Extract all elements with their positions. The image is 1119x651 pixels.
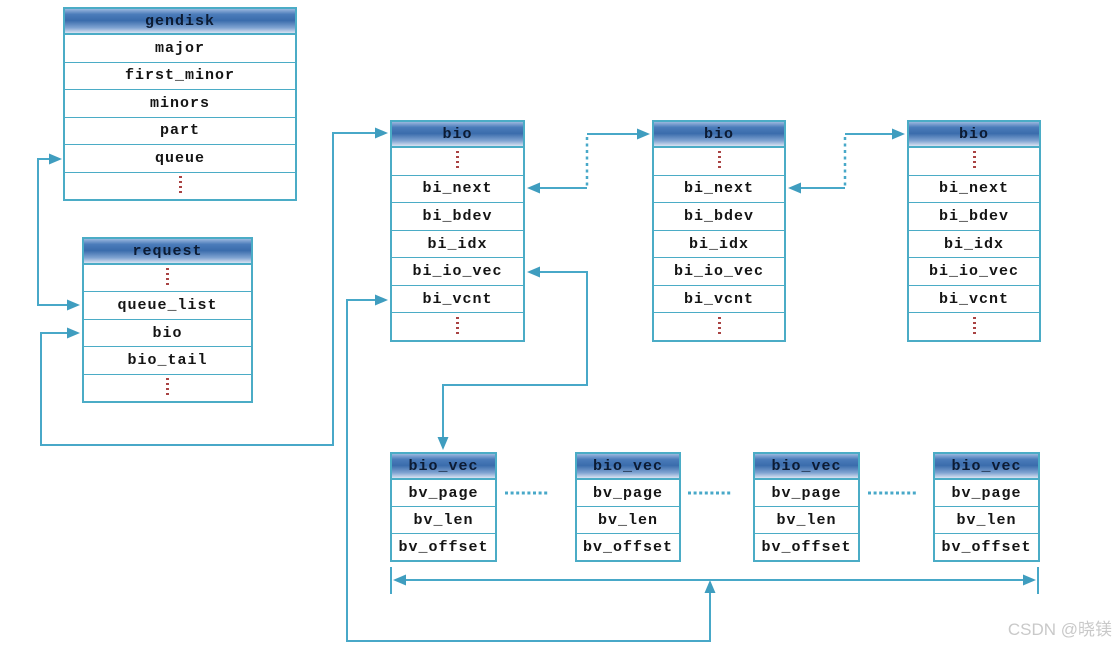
- arrowhead-left-icon: [393, 574, 406, 586]
- arrowhead-right-icon: [892, 128, 905, 140]
- row-bi-io-vec: bi_io_vec: [654, 258, 784, 286]
- span-measure-arrow: [390, 567, 1039, 594]
- table-bio-3: bio bi_next bi_bdev bi_idx bi_io_vec bi_…: [907, 120, 1041, 342]
- connector-bio1-bio2: [527, 128, 650, 194]
- row-bi-idx: bi_idx: [392, 231, 523, 259]
- row-bv-len: bv_len: [755, 507, 858, 534]
- row-bi-io-vec: bi_io_vec: [909, 258, 1039, 286]
- watermark: CSDN @晓镁: [1007, 620, 1112, 639]
- vertical-ellipsis-icon: [717, 151, 721, 172]
- arrowhead-left-icon: [788, 182, 801, 194]
- ellipsis-row: [84, 265, 251, 293]
- row-bv-len: bv_len: [935, 507, 1038, 534]
- ellipsis-row: [654, 313, 784, 340]
- row-bi-idx: bi_idx: [654, 231, 784, 259]
- row-bi-idx: bi_idx: [909, 231, 1039, 259]
- table-bio-2: bio bi_next bi_bdev bi_idx bi_io_vec bi_…: [652, 120, 786, 342]
- ellipsis-row: [654, 148, 784, 176]
- row-major: major: [65, 35, 295, 63]
- ellipsis-row: [65, 173, 295, 200]
- row-bi-next: bi_next: [909, 176, 1039, 204]
- row-bv-len: bv_len: [577, 507, 679, 534]
- row-bi-next: bi_next: [654, 176, 784, 204]
- table-biovec-4: bio_vec bv_page bv_len bv_offset: [933, 452, 1040, 562]
- table-request: request queue_list bio bio_tail: [82, 237, 253, 403]
- row-bv-offset: bv_offset: [761, 538, 852, 556]
- ellipsis-row: [392, 313, 523, 340]
- row-queue-list: queue_list: [84, 292, 251, 320]
- table-biovec-header: bio_vec: [577, 454, 679, 480]
- row-bi-bdev: bi_bdev: [392, 203, 523, 231]
- row-bi-bdev: bi_bdev: [909, 203, 1039, 231]
- vertical-ellipsis-icon: [166, 268, 169, 289]
- arrowhead-right-icon: [637, 128, 650, 140]
- arrowhead-left-icon: [527, 182, 540, 194]
- row-bi-vcnt: bi_vcnt: [654, 286, 784, 314]
- row-bv-offset: bv_offset: [398, 538, 489, 556]
- arrowhead-right-icon: [67, 327, 80, 339]
- row-minors: minors: [65, 90, 295, 118]
- vertical-ellipsis-icon: [456, 151, 459, 172]
- table-gendisk: gendisk major first_minor minors part qu…: [63, 7, 297, 201]
- row-bi-bdev: bi_bdev: [654, 203, 784, 231]
- arrowhead-right-icon: [1023, 574, 1036, 586]
- vertical-ellipsis-icon: [717, 316, 721, 337]
- row-bi-next: bi_next: [392, 176, 523, 204]
- arrowhead-up-icon: [704, 580, 716, 593]
- row-bv-page: bv_page: [392, 480, 495, 507]
- row-bi-io-vec: bi_io_vec: [392, 258, 523, 286]
- row-bi-vcnt: bi_vcnt: [909, 286, 1039, 314]
- connector-bio2-bio3: [788, 128, 905, 194]
- table-bio-header: bio: [909, 122, 1039, 148]
- row-bio: bio: [84, 320, 251, 348]
- table-biovec-3: bio_vec bv_page bv_len bv_offset: [753, 452, 860, 562]
- table-bio-header: bio: [654, 122, 784, 148]
- arrowhead-right-icon: [375, 127, 388, 139]
- table-bio-1: bio bi_next bi_bdev bi_idx bi_io_vec bi_…: [390, 120, 525, 342]
- row-bv-page: bv_page: [935, 480, 1038, 507]
- table-biovec-header: bio_vec: [935, 454, 1038, 480]
- table-bio-header: bio: [392, 122, 523, 148]
- table-gendisk-header: gendisk: [65, 9, 295, 35]
- ellipsis-row: [392, 148, 523, 176]
- row-part: part: [65, 118, 295, 145]
- ellipsis-row: [909, 148, 1039, 176]
- table-request-header: request: [84, 239, 251, 265]
- row-bv-offset: bv_offset: [941, 538, 1032, 556]
- row-bv-offset: bv_offset: [582, 538, 673, 556]
- vertical-ellipsis-icon: [456, 316, 459, 337]
- row-bv-page: bv_page: [755, 480, 858, 507]
- vertical-ellipsis-icon: [972, 151, 976, 172]
- table-biovec-header: bio_vec: [755, 454, 858, 480]
- vertical-ellipsis-icon: [166, 377, 169, 398]
- arrowhead-down-icon: [437, 437, 449, 450]
- vertical-ellipsis-icon: [178, 175, 182, 196]
- table-biovec-header: bio_vec: [392, 454, 495, 480]
- row-first-minor: first_minor: [65, 63, 295, 90]
- arrowhead-left-icon: [527, 266, 540, 278]
- arrowhead-right-icon: [375, 294, 388, 306]
- row-queue: queue: [65, 145, 295, 173]
- vertical-ellipsis-icon: [972, 316, 976, 337]
- table-biovec-2: bio_vec bv_page bv_len bv_offset: [575, 452, 681, 562]
- row-bi-vcnt: bi_vcnt: [392, 286, 523, 314]
- row-bv-len: bv_len: [392, 507, 495, 534]
- row-bv-page: bv_page: [577, 480, 679, 507]
- table-biovec-1: bio_vec bv_page bv_len bv_offset: [390, 452, 497, 562]
- arrowhead-right-icon: [67, 299, 80, 311]
- arrowhead-right-icon: [49, 153, 62, 165]
- ellipsis-row: [84, 375, 251, 401]
- row-bio-tail: bio_tail: [84, 347, 251, 375]
- ellipsis-row: [909, 313, 1039, 340]
